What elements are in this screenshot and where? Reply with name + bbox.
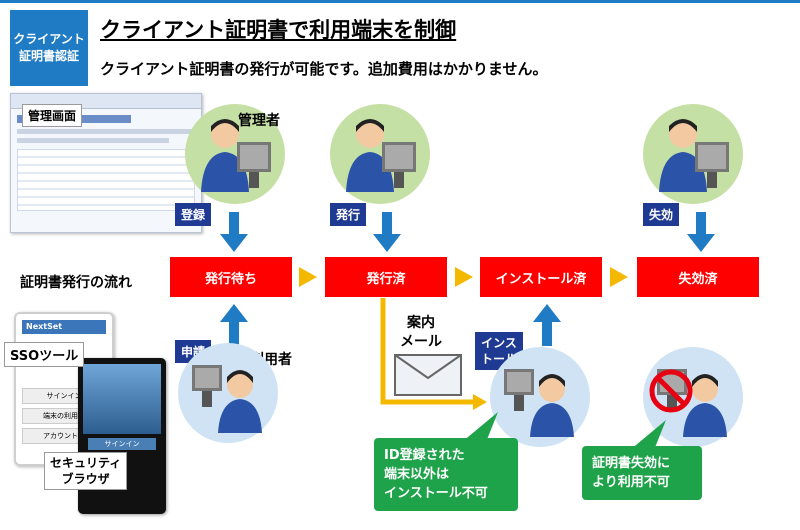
up-arrow-icon [533,304,561,346]
prohibited-icon [649,369,693,413]
down-arrow-icon [373,212,401,252]
admin-person-icon [659,119,729,192]
register-tag: 登録 [175,203,212,226]
stage-installed: インストール済 [480,257,602,297]
callout-revoked-unusable: 証明書失効に より利用不可 [582,446,702,500]
callout-install-restriction: ID登録された 端末以外は インストール不可 [374,438,518,511]
admin-label: 管理者 [238,113,280,129]
flow-arrow-1 [299,267,317,287]
admin-person-icon [201,119,271,192]
page-subtitle: クライアント証明書の発行が可能です。追加費用はかかりません。 [100,60,548,78]
admin-screen-label: 管理画面 [22,104,83,127]
badge-line-2: 証明書認証 [18,49,79,63]
stage-revoked: 失効済 [637,257,759,297]
admin-person-icon [346,119,416,192]
mail-label-line-1: 案内 [407,315,435,331]
mail-label: 案内 メール [400,314,442,352]
mail-label-line-2: メール [400,334,442,350]
mail-envelope-icon [394,354,462,396]
install-tag: インス トール [475,332,524,370]
page-title: クライアント証明書で利用端末を制御 [100,18,457,42]
revoke-tag: 失効 [643,203,680,226]
tablet-signin-button: サインイン [88,438,156,450]
flow-arrow-3 [610,267,628,287]
security-browser-tablet: サインイン [78,358,166,514]
callout-pointer [630,420,666,450]
security-browser-label-line-1: セキュリティ [50,456,122,470]
callout-right-line-1: 証明書失効に [592,456,671,471]
callout-left-line-2: 端末以外は [384,467,450,482]
security-browser-label: セキュリティ ブラウザ [44,452,128,490]
callout-right-line-2: より利用不可 [592,475,670,490]
category-badge: クライアント 証明書認証 [10,10,88,86]
sso-tool-label: SSOツール [4,342,85,367]
issue-tag: 発行 [330,203,367,226]
top-accent-line [0,0,800,3]
security-browser-label-line-2: ブラウザ [61,472,110,486]
badge-line-1: クライアント [13,32,85,46]
flow-label: 証明書発行の流れ [20,275,132,291]
user-person-icon [192,365,262,433]
mail-path-arrow [380,298,487,410]
up-arrow-icon [220,304,248,346]
down-arrow-icon [687,212,715,252]
callout-left-line-3: インストール不可 [384,486,488,501]
down-arrow-icon [220,212,248,252]
phone-logo: NextSet [22,320,106,334]
callout-pointer [462,412,498,442]
stage-issued: 発行済 [325,257,447,297]
stage-pending: 発行待ち [170,257,292,297]
flow-arrow-2 [455,267,473,287]
callout-left-line-1: ID登録された [384,448,465,463]
user-person-icon [504,369,574,437]
install-tag-line-1: インス [481,336,517,350]
